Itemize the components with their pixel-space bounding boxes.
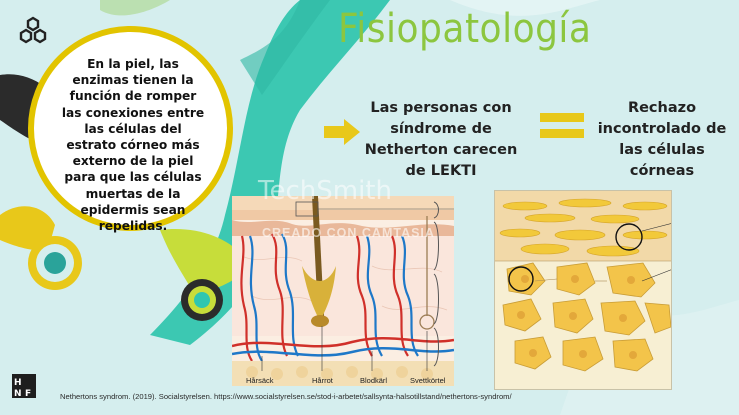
- hnf-logo-icon: H F N: [12, 374, 36, 398]
- skin-cross-section-figure: Hårsäck Hårrot Blodkärl Svettkörtel: [232, 196, 454, 386]
- hexagon-logo-icon: [19, 16, 47, 44]
- corneocyte-cells-figure: [494, 190, 672, 390]
- label-blood-vessel: Blodkärl: [360, 376, 388, 385]
- equals-icon: [540, 113, 584, 122]
- skin-illustration: [232, 196, 454, 386]
- watermark-brand: TechSmith: [258, 176, 392, 206]
- result-text: Rechazo incontrolado de las células córn…: [597, 100, 727, 179]
- label-sweat-gland: Svettkörtel: [410, 376, 446, 385]
- arrow-right-icon: [324, 119, 360, 145]
- label-hair-follicle: Hårsäck: [246, 376, 274, 385]
- cells-illustration: [495, 191, 671, 389]
- equals-icon-lower: [540, 129, 584, 138]
- label-hair-root: Hårrot: [312, 376, 333, 385]
- info-bubble: [28, 26, 233, 231]
- claim-text: Las personas con síndrome de Netherton c…: [364, 100, 518, 179]
- bubble-text: En la piel, las enzimas tienen la funció…: [61, 57, 205, 234]
- page-title: Fisiopatología: [338, 6, 592, 52]
- svg-text:N: N: [14, 389, 22, 398]
- watermark-subtitle: CREADO CON CAMTASIA: [262, 226, 435, 240]
- citation[interactable]: Nethertons syndrom. (2019). Socialstyrel…: [60, 392, 512, 401]
- svg-text:H: H: [14, 378, 22, 388]
- svg-text:F: F: [25, 389, 31, 398]
- layer-brackets: [433, 201, 439, 367]
